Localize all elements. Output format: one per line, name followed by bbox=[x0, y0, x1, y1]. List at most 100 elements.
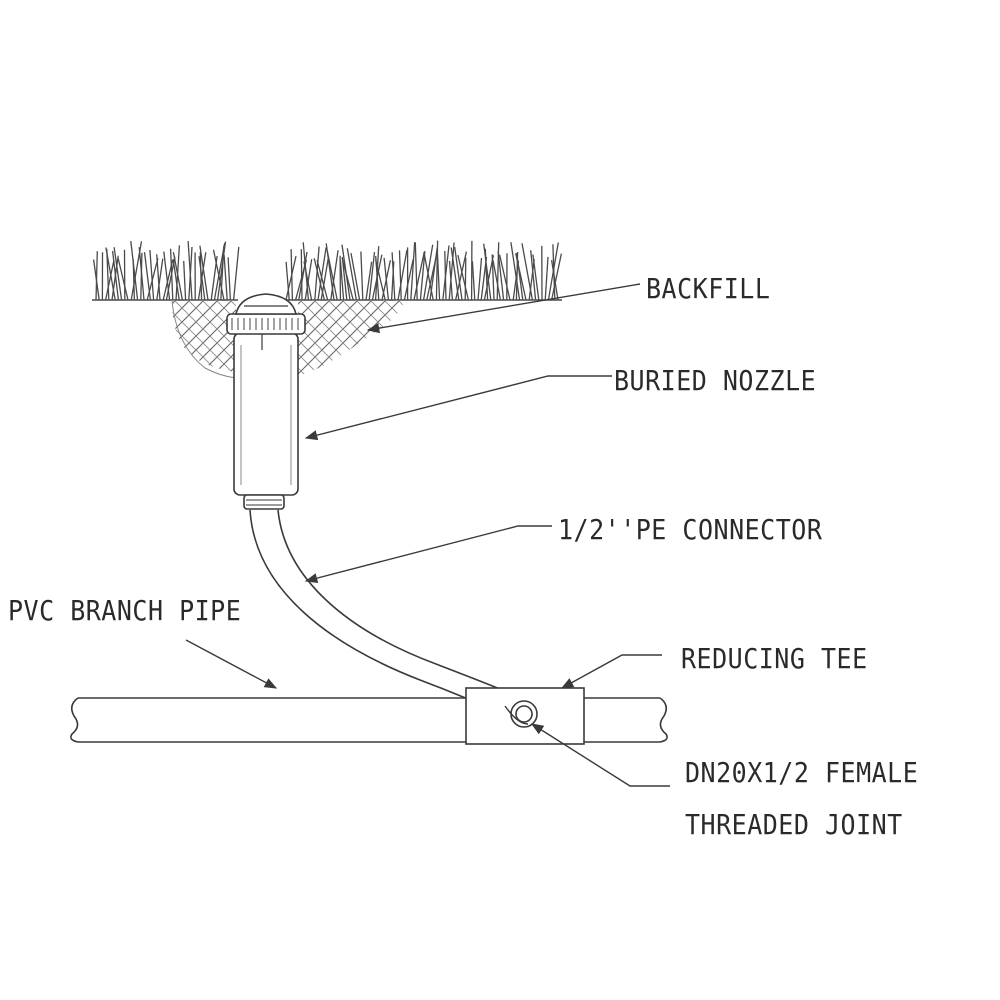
grass-blade bbox=[303, 261, 313, 301]
grass-blade bbox=[550, 253, 563, 301]
grass-blade bbox=[300, 249, 303, 301]
grass-blade bbox=[375, 260, 386, 301]
reducing-tee-leader bbox=[560, 654, 662, 689]
grass-blade bbox=[199, 245, 209, 301]
grass-blade bbox=[397, 249, 408, 301]
grass-blade bbox=[223, 254, 228, 301]
grass-blade bbox=[326, 250, 338, 301]
reducing-tee bbox=[465, 687, 585, 745]
label-reducing-tee: REDUCING TEE bbox=[681, 642, 868, 675]
grass-blade bbox=[383, 257, 390, 301]
grass-blade bbox=[113, 247, 123, 301]
threaded-joint-leader bbox=[530, 723, 670, 787]
grass-blade bbox=[419, 251, 426, 301]
grass-blade bbox=[515, 253, 527, 301]
grass-blade bbox=[156, 254, 161, 301]
grass-blade bbox=[227, 257, 232, 301]
grass-blade bbox=[298, 251, 308, 301]
backfill-leader bbox=[366, 283, 641, 334]
grass-blade bbox=[350, 252, 361, 301]
label-backfill: BACKFILL bbox=[646, 272, 771, 305]
nozzle-threaded-inlet bbox=[243, 494, 285, 510]
grass-blade bbox=[163, 251, 171, 301]
grass-blade bbox=[111, 255, 119, 301]
grass-blade bbox=[172, 251, 184, 301]
grass-blade bbox=[346, 248, 358, 301]
nozzle-head bbox=[235, 293, 297, 315]
grass-blade bbox=[398, 250, 402, 301]
grass-blade bbox=[156, 258, 164, 301]
grass-blade bbox=[111, 250, 120, 301]
grass-blade bbox=[341, 258, 354, 301]
grass-blade bbox=[317, 247, 327, 301]
grass-blade bbox=[104, 260, 115, 301]
grass-blade bbox=[368, 252, 376, 301]
grass-blade bbox=[521, 243, 534, 301]
label-joint-line2: THREADED JOINT bbox=[685, 808, 903, 841]
pipe-break-left bbox=[70, 697, 79, 743]
grass-blade bbox=[510, 242, 521, 301]
grass-blade bbox=[95, 251, 98, 301]
grass-blade bbox=[212, 249, 225, 301]
grass-blade bbox=[448, 260, 454, 301]
backfill-soil bbox=[171, 299, 405, 379]
grass-blade bbox=[285, 261, 290, 301]
grass-blade bbox=[464, 257, 467, 301]
grass-blade bbox=[187, 240, 193, 301]
grass-blade bbox=[304, 259, 313, 301]
grass-blade bbox=[444, 250, 447, 301]
grass-blade bbox=[528, 259, 535, 301]
grass-blade bbox=[117, 257, 129, 301]
buried-nozzle bbox=[226, 293, 306, 510]
threaded-joint-inner bbox=[515, 705, 533, 723]
grass-blade bbox=[220, 245, 225, 301]
grass-blade bbox=[414, 242, 418, 301]
pvc-branch-pipe-leader bbox=[185, 639, 278, 689]
grass-blade bbox=[544, 256, 549, 301]
grass-blade bbox=[483, 243, 492, 301]
grass-blade bbox=[492, 259, 502, 301]
grass-blade bbox=[450, 247, 460, 301]
pe-connector-leader bbox=[304, 525, 552, 584]
grass-blade bbox=[138, 247, 145, 301]
grass-blade bbox=[491, 254, 495, 301]
grass-blade bbox=[360, 251, 364, 301]
grass-blade bbox=[330, 250, 339, 301]
grass-blade bbox=[149, 249, 155, 301]
nozzle-cap-ring bbox=[226, 313, 306, 335]
grass-blade bbox=[130, 240, 139, 301]
buried-nozzle-leader bbox=[304, 375, 612, 441]
label-buried-nozzle: BURIED NOZZLE bbox=[614, 364, 817, 397]
grass-blade bbox=[550, 259, 559, 301]
nozzle-body bbox=[233, 332, 299, 496]
grass-blade bbox=[498, 254, 511, 301]
grass-blade bbox=[199, 252, 203, 301]
grass-blade bbox=[313, 258, 326, 301]
grass-blade bbox=[454, 247, 463, 301]
grass-blade bbox=[92, 259, 100, 301]
grass-blade bbox=[530, 250, 537, 301]
grass-blade bbox=[532, 254, 540, 301]
grass-blade bbox=[285, 255, 297, 301]
grass-blade bbox=[436, 247, 441, 301]
grass-blade bbox=[477, 257, 483, 301]
grass-blade bbox=[448, 242, 455, 301]
grass-blade bbox=[290, 249, 294, 301]
grass-blade bbox=[410, 242, 416, 301]
grass-blade bbox=[183, 260, 187, 301]
grass-blade bbox=[365, 261, 373, 301]
label-pvc-branch-pipe: PVC BRANCH PIPE bbox=[8, 594, 242, 627]
grass-blade bbox=[339, 260, 345, 301]
grass-blade bbox=[172, 258, 180, 301]
grass-blade bbox=[423, 252, 434, 301]
grass-blade bbox=[198, 256, 206, 301]
grass-blade bbox=[413, 251, 425, 301]
grass-blade bbox=[403, 259, 414, 301]
grass-blade bbox=[143, 252, 152, 301]
grass-blade bbox=[105, 247, 116, 301]
grass-blade bbox=[497, 251, 505, 301]
grass-blade bbox=[169, 248, 174, 301]
grass-blade bbox=[314, 246, 320, 301]
grass-surface bbox=[92, 240, 563, 301]
